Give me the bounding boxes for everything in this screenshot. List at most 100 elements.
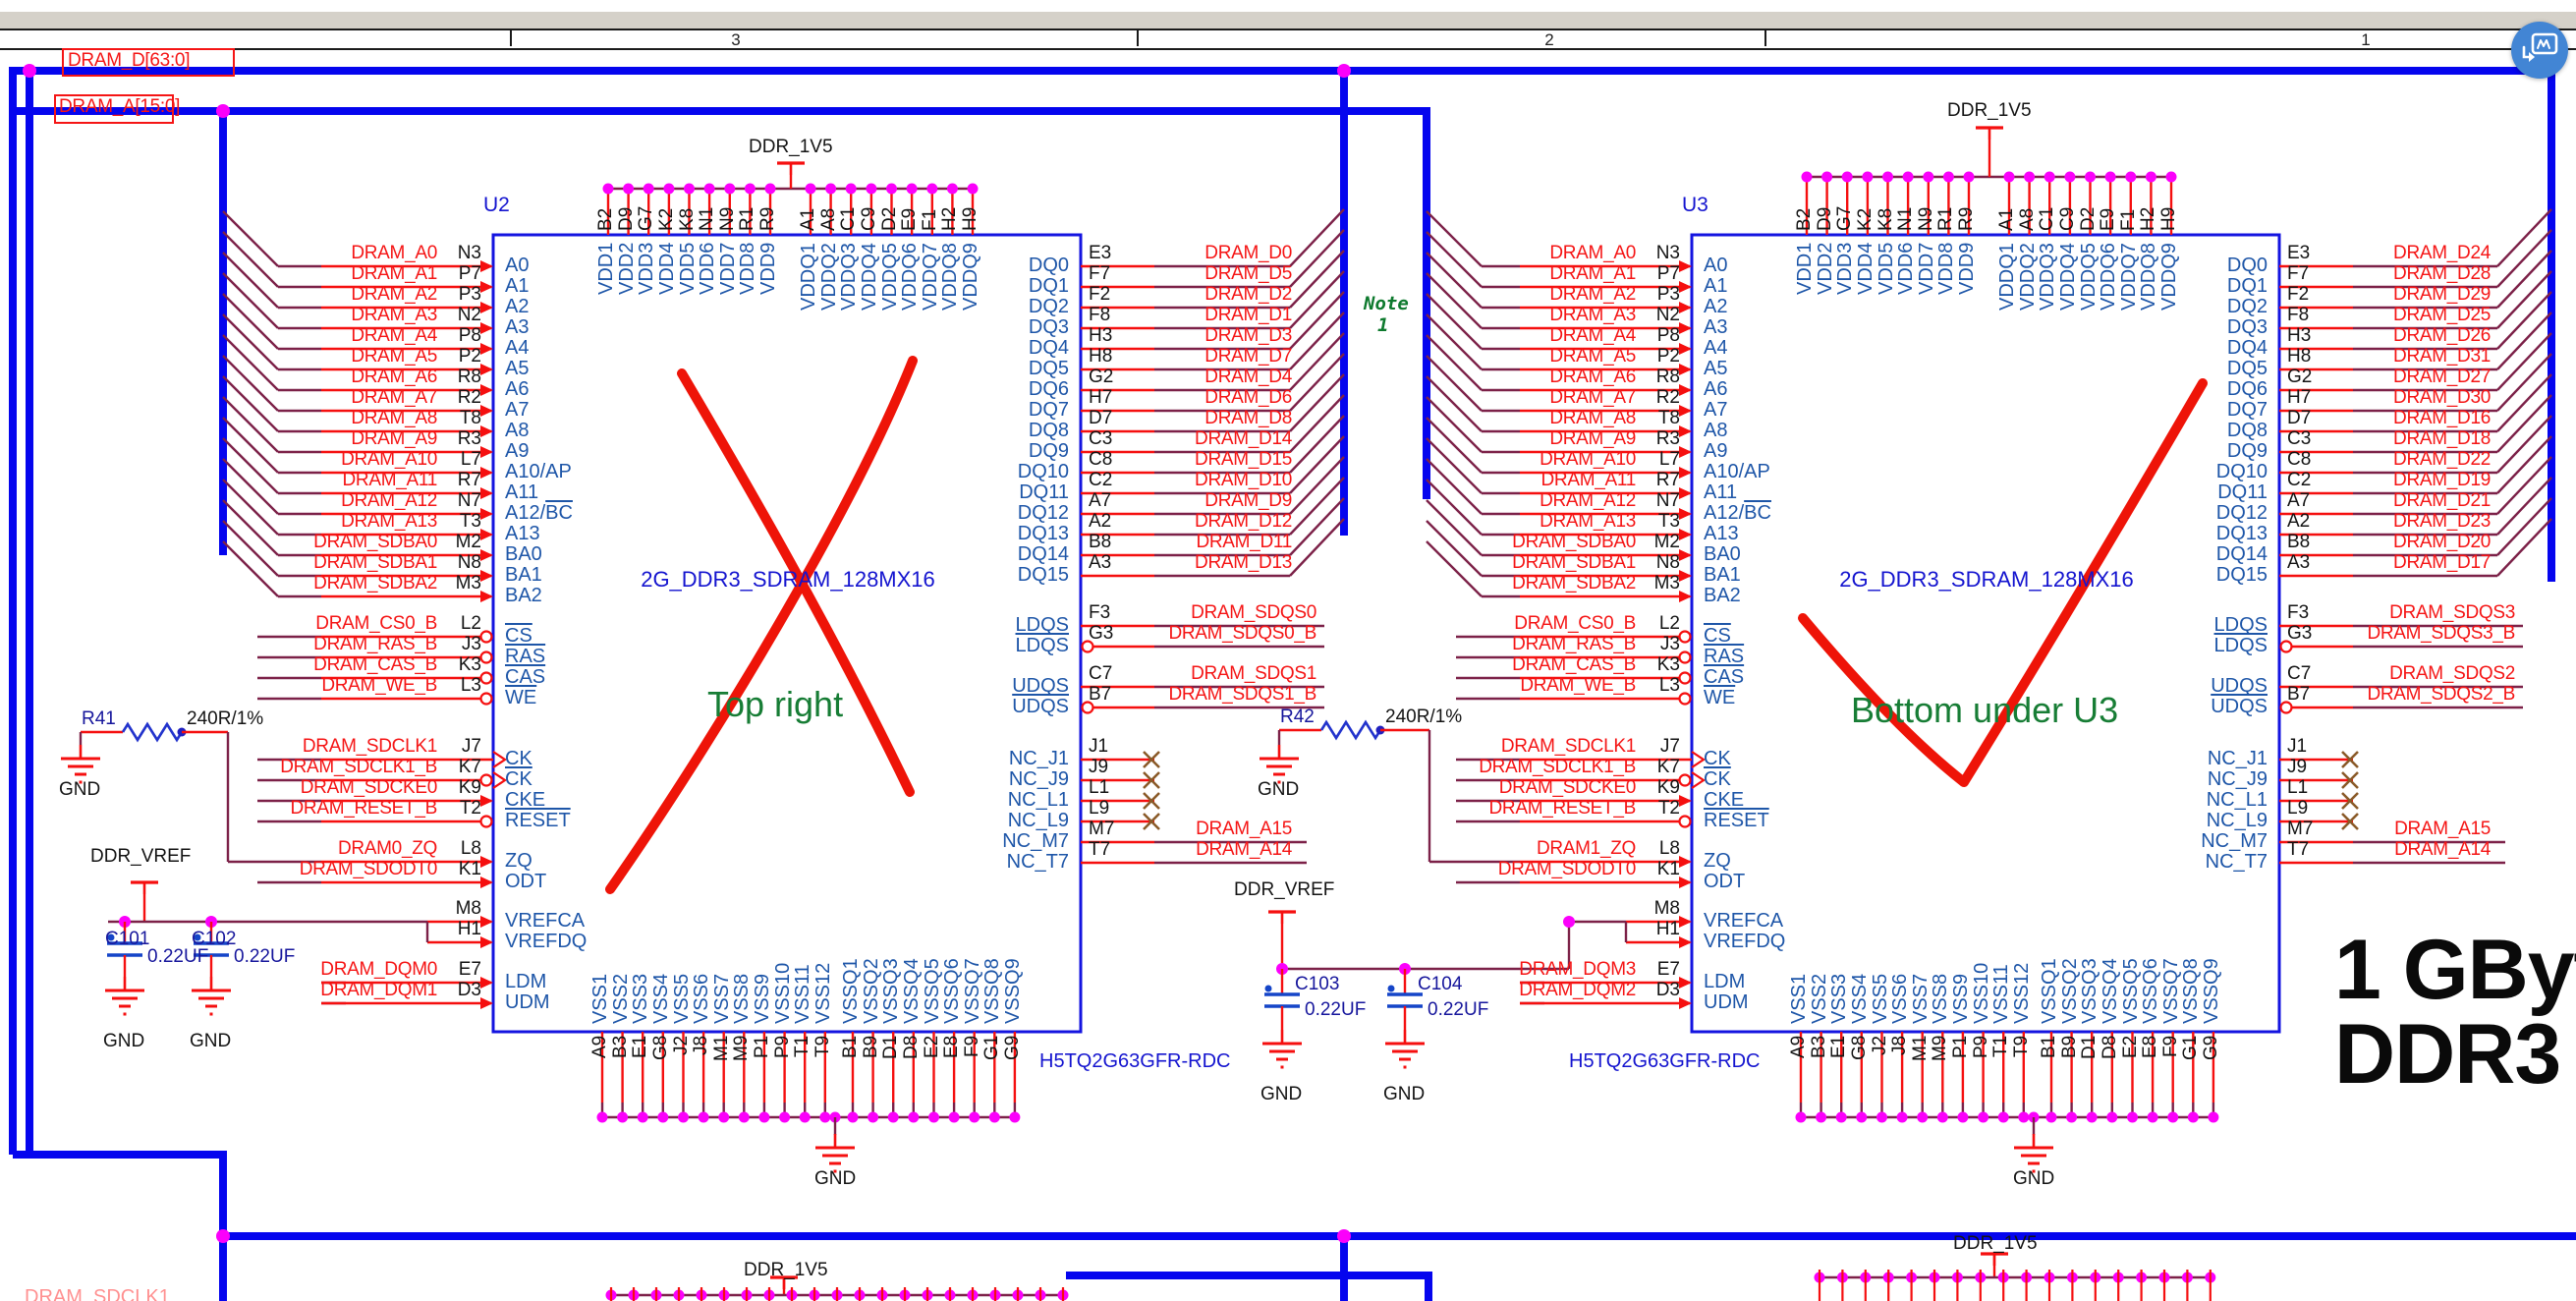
pin-name: DQ0 xyxy=(2226,255,2268,276)
pin-name: WE xyxy=(1704,687,1736,708)
pin-number: C8 xyxy=(1089,449,1113,470)
net-label: DRAM_D30 xyxy=(2393,387,2491,408)
pin-name: DQ13 xyxy=(2215,523,2268,544)
net-label: DRAM_SDCKE0 xyxy=(1498,777,1637,798)
rail-dot xyxy=(845,183,857,195)
rail-dot xyxy=(2018,1111,2030,1123)
rail-dot xyxy=(2066,1111,2078,1123)
net-label: DRAM_A1 xyxy=(1549,263,1636,284)
pin-name: UDM xyxy=(1704,991,1749,1013)
rail-dot xyxy=(1963,171,1975,183)
net-label: DRAM_D18 xyxy=(2393,428,2491,449)
pin-name: NC_T7 xyxy=(1006,851,1069,873)
sheet-title-line1: 1 GByte xyxy=(2334,923,2576,1017)
pin-name: VREFDQ xyxy=(505,931,588,952)
chip-ref-U3: U3 xyxy=(1682,194,1708,216)
pin-number: P3 xyxy=(1656,284,1680,305)
net-label: DRAM_A11 xyxy=(342,470,437,490)
ruler-tick xyxy=(1137,28,1139,46)
net-fan-diagonal xyxy=(222,437,279,494)
net-fan-diagonal xyxy=(1289,435,1345,494)
pin-name: VREFCA xyxy=(505,910,586,932)
net-fan-diagonal xyxy=(222,355,279,412)
pin-number: B8 xyxy=(2287,532,2311,552)
pin-arrow xyxy=(480,343,493,355)
pin-arrow xyxy=(1679,977,1692,989)
pin-number: E3 xyxy=(2287,243,2311,263)
pin-number: A7 xyxy=(2287,490,2311,511)
nc-x xyxy=(2341,771,2359,789)
net-fan-diagonal xyxy=(2496,477,2552,536)
pin-arrow xyxy=(480,795,493,807)
pin-name: A6 xyxy=(1704,378,1728,400)
pin-number: L9 xyxy=(1089,798,1110,819)
net-fan-diagonal xyxy=(1426,252,1483,309)
pin-name: A6 xyxy=(505,378,530,400)
pin-number: G2 xyxy=(2287,367,2313,387)
net-label: DRAM_A1 xyxy=(351,263,437,284)
clock-glyph xyxy=(492,771,507,789)
ruler-tick xyxy=(510,28,512,46)
net-label: DRAM_SDCLK1 xyxy=(1500,736,1636,757)
net-fan-diagonal xyxy=(1426,437,1483,494)
pin-name: BA2 xyxy=(505,585,542,606)
rail-dot xyxy=(2125,171,2137,183)
net-fan-diagonal xyxy=(1289,270,1345,329)
pin-number-vertical: R9 xyxy=(757,206,778,231)
pin-name: ZQ xyxy=(1704,850,1731,872)
pin-name: ODT xyxy=(1704,871,1746,892)
pin-number: P8 xyxy=(1656,325,1680,346)
pin-name: NC_J1 xyxy=(2207,748,2268,769)
net-label: DRAM_DQM2 xyxy=(1519,980,1636,1000)
vdd-net-label: DDR_1V5 xyxy=(749,137,833,157)
pin-number: C3 xyxy=(1089,428,1113,449)
net-fan-diagonal xyxy=(222,334,279,391)
net-label: DRAM_A9 xyxy=(351,428,437,449)
rail-dot xyxy=(1942,171,1954,183)
pin-arrow xyxy=(480,281,493,293)
pin-arrow xyxy=(480,529,493,540)
net-label: DRAM_SDQS3_B xyxy=(2367,623,2515,644)
pin-name: LDM xyxy=(505,971,547,992)
net-fan-diagonal xyxy=(2496,394,2552,453)
pin-number: N3 xyxy=(1655,243,1680,263)
pin-name: LDQS xyxy=(2213,635,2268,656)
data-bus xyxy=(9,67,2555,1155)
pin-name: DQ15 xyxy=(2215,564,2268,586)
net-fan-diagonal xyxy=(2496,291,2552,350)
pin-number: H3 xyxy=(1089,325,1113,346)
pin-number: A7 xyxy=(1089,490,1112,511)
pin-number: C8 xyxy=(2287,449,2312,470)
pin-name: UDQS xyxy=(2211,696,2268,717)
net-fan-diagonal xyxy=(222,499,279,556)
pin-number: C2 xyxy=(1089,470,1113,490)
pin-number: T8 xyxy=(459,408,481,428)
net-label: DRAM_A10 xyxy=(1540,449,1636,470)
pin-name: DQ8 xyxy=(2226,420,2268,441)
net-label: DRAM_A2 xyxy=(351,284,437,305)
pin-number: J1 xyxy=(1089,736,1109,757)
ruler-section-number: 2 xyxy=(1544,30,1554,49)
pin-name-vertical: VDD9 xyxy=(757,243,779,296)
net-label: DRAM_A14 xyxy=(1196,839,1292,860)
pin-number: F7 xyxy=(2287,263,2310,284)
chip-part-name: 2G_DDR3_SDRAM_128MX16 xyxy=(641,567,935,592)
rail-dot xyxy=(799,1111,811,1123)
rail-dot xyxy=(906,183,918,195)
pin-number: R3 xyxy=(1655,428,1680,449)
pin-name: DQ8 xyxy=(1028,420,1069,441)
pin-bubble xyxy=(1678,692,1692,706)
cap-ref-c104: C104 xyxy=(1418,974,1463,994)
floating-tool-icon[interactable] xyxy=(2511,22,2568,79)
net-label: DRAM_SDQS3 xyxy=(2389,602,2515,623)
net-fan-diagonal xyxy=(1289,497,1345,556)
pin-name: A12/BC xyxy=(505,502,573,524)
cap-polarity-dot xyxy=(1387,985,1395,992)
pin-name: DQ14 xyxy=(2215,543,2268,565)
junction-dot xyxy=(1563,916,1575,928)
rail-dot xyxy=(886,183,897,195)
pin-number: P3 xyxy=(458,284,481,305)
rail-dot xyxy=(617,1111,629,1123)
